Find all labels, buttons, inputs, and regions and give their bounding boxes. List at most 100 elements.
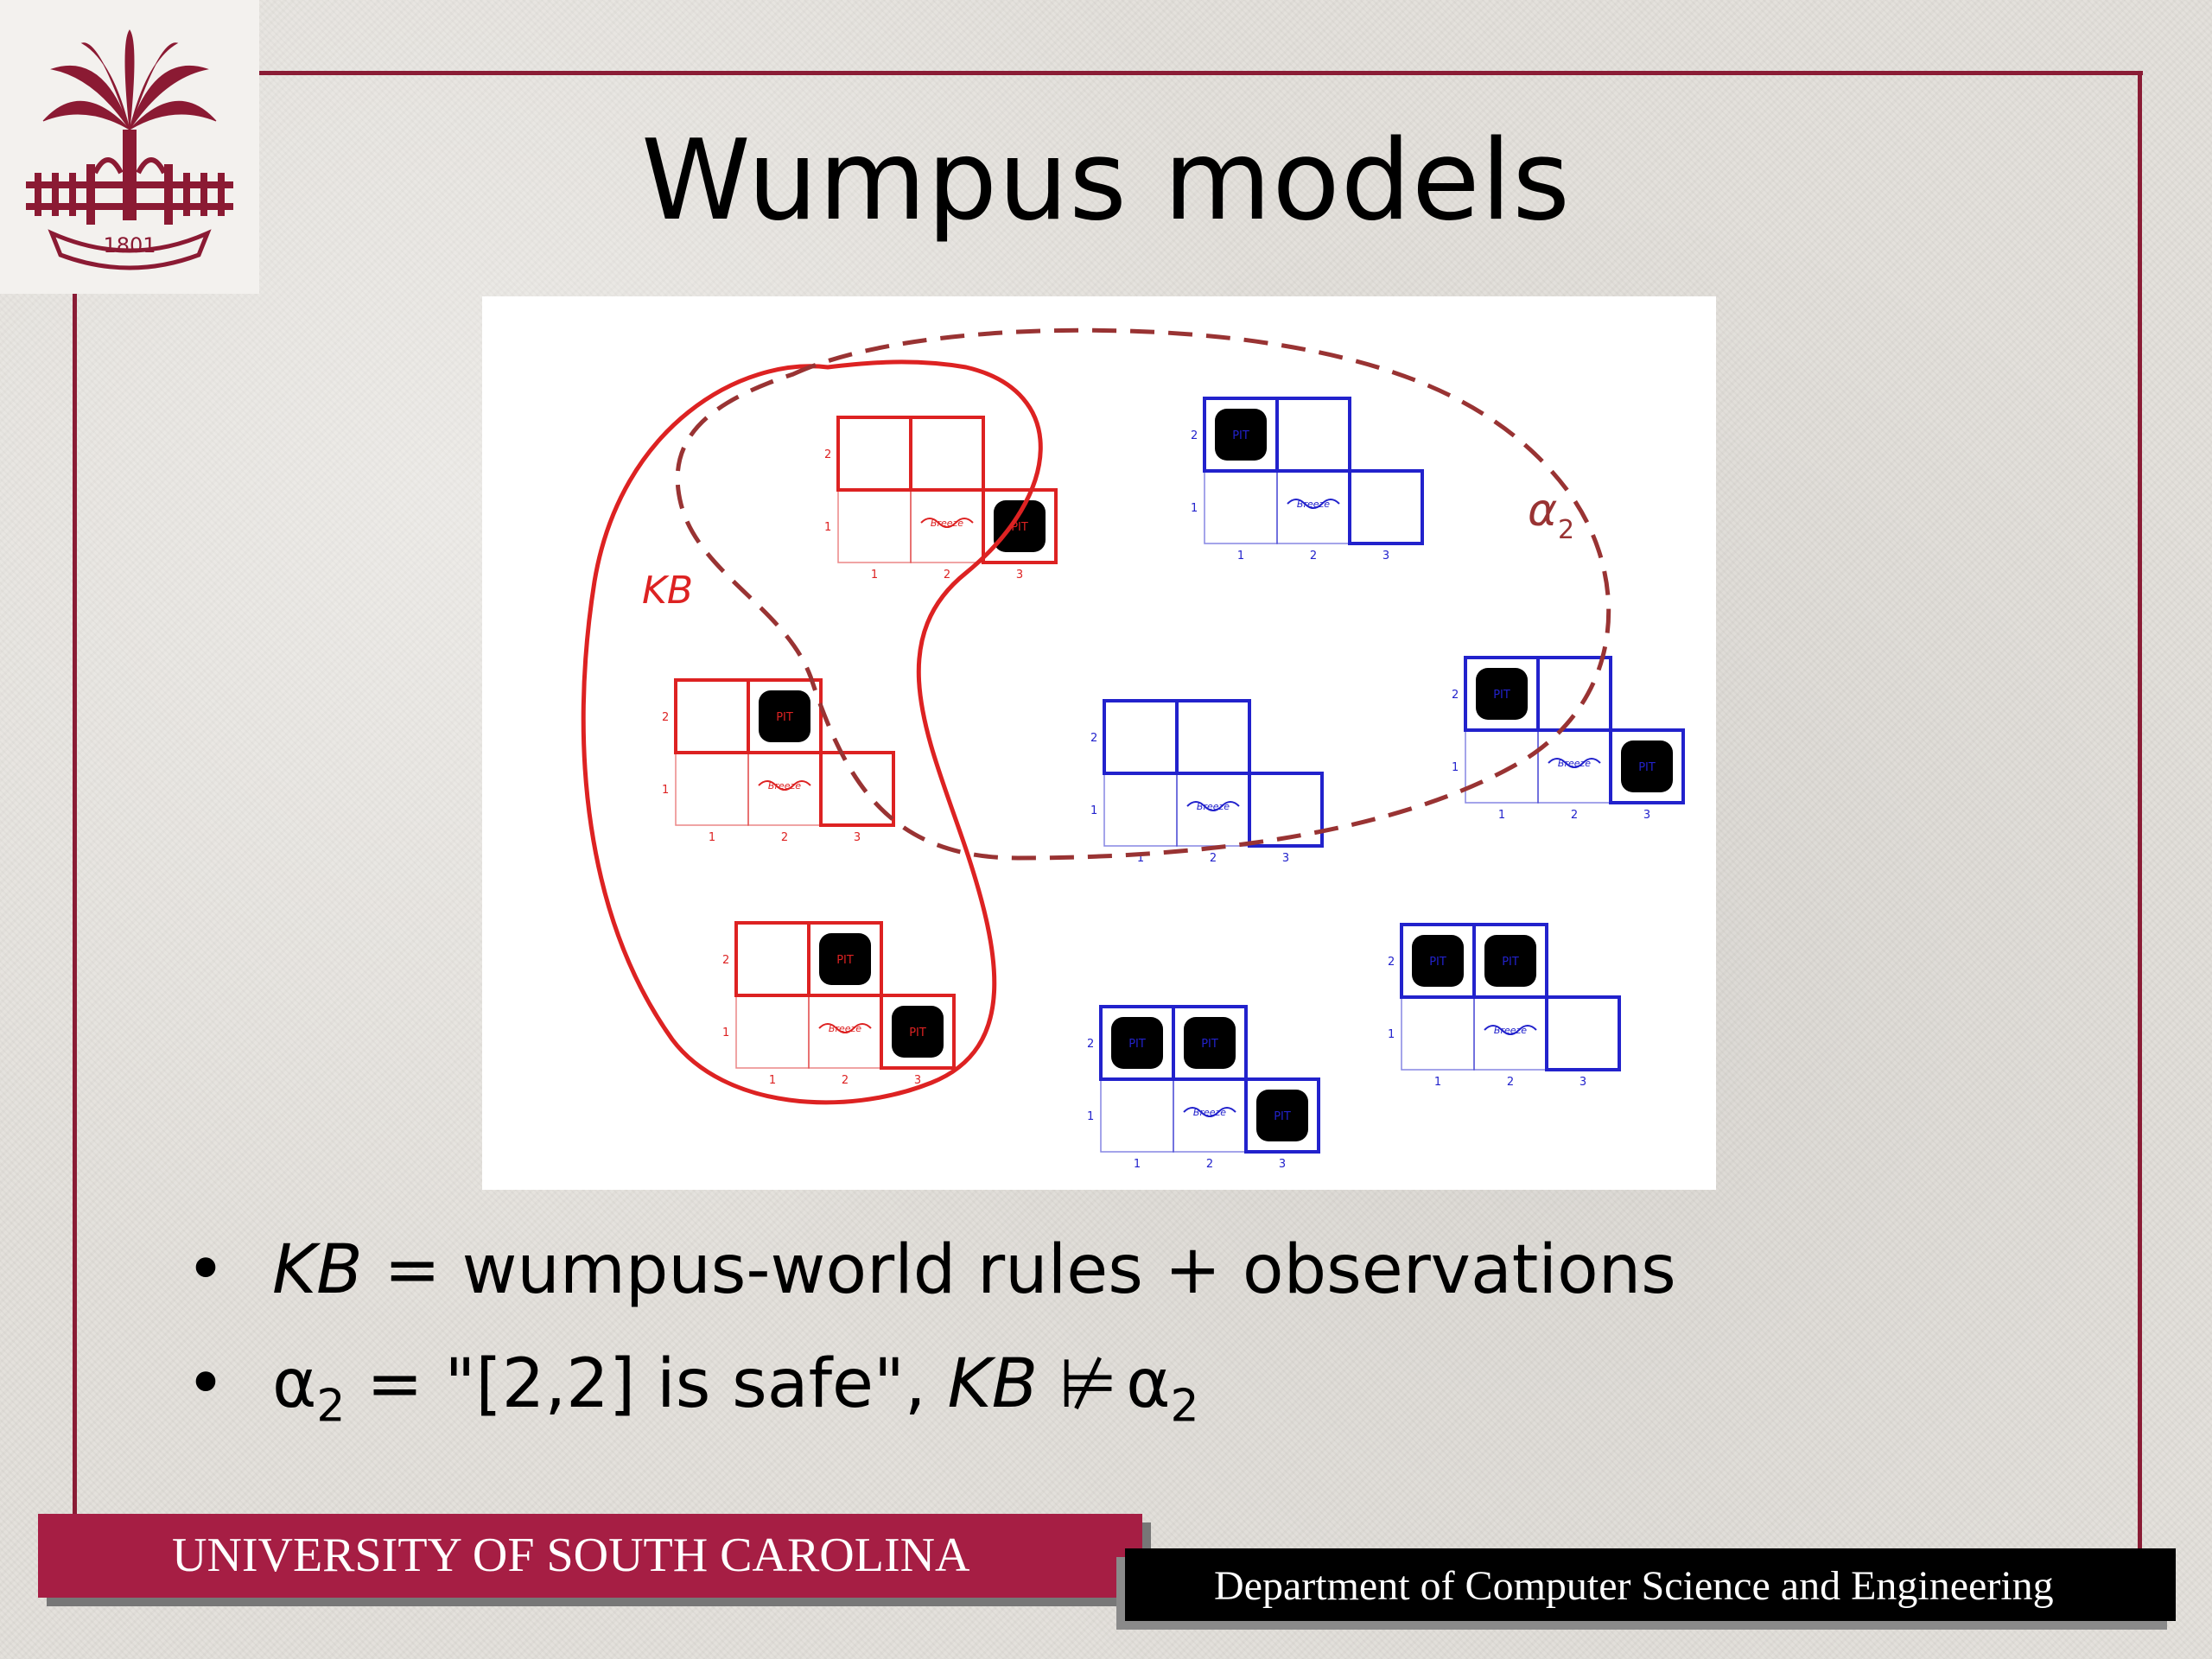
pit-label: PIT (776, 711, 793, 724)
grid-cell (836, 416, 912, 492)
row-label: 1 (1090, 804, 1097, 817)
col-label: 3 (1279, 1158, 1286, 1171)
breeze-icon (818, 1023, 872, 1033)
col-label: 3 (1643, 809, 1650, 822)
frame-right-line (2138, 71, 2142, 1592)
col-label: 2 (1310, 550, 1317, 563)
breeze-label: Breeze (829, 1023, 861, 1034)
pit-label: PIT (1201, 1038, 1218, 1051)
breeze-label: Breeze (931, 518, 963, 529)
grid-cell (1103, 699, 1179, 775)
row-label: 1 (824, 521, 831, 534)
palmetto-logo-icon: 1801 (26, 29, 233, 270)
col-label: 2 (1507, 1076, 1514, 1089)
logo-year: 1801 (103, 233, 156, 257)
grid-cell (1100, 1078, 1174, 1153)
alpha-subscript-2: 2 (1170, 1380, 1199, 1433)
pit-icon (1111, 1017, 1163, 1069)
not-entails-symbol: ⊭ (1058, 1345, 1118, 1423)
breeze-label: Breeze (1193, 1107, 1226, 1118)
alpha2-boundary (675, 327, 1611, 861)
pit-icon (1215, 409, 1267, 461)
pit-label: PIT (836, 954, 854, 967)
grid-cell (909, 416, 985, 492)
footer-department-banner: Department of Computer Science and Engin… (1125, 1548, 2176, 1621)
col-label: 1 (1137, 852, 1144, 865)
pit-icon (1256, 1090, 1308, 1141)
col-label: 3 (1016, 569, 1023, 582)
bullet-alpha2-kb: KB (947, 1345, 1039, 1423)
row-label: 2 (1191, 429, 1198, 442)
grid-cell (1204, 470, 1278, 544)
breeze-label: Breeze (768, 780, 801, 791)
grid-cell (1348, 469, 1424, 545)
col-label: 1 (871, 569, 878, 582)
bullet-alpha2-text: = "[2,2] is safe", (345, 1345, 948, 1423)
row-label: 1 (662, 784, 669, 797)
grid-cell (1545, 995, 1621, 1071)
pit-label: PIT (909, 1027, 926, 1039)
grid-cell (674, 678, 750, 754)
bullet-kb-prefix: KB (272, 1231, 363, 1309)
row-label: 1 (1191, 502, 1198, 515)
col-label: 3 (854, 831, 861, 844)
breeze-icon (1287, 499, 1340, 509)
slide-title: Wumpus models (641, 117, 1571, 245)
alpha-symbol-2: α (1126, 1345, 1171, 1423)
pit-label: PIT (1429, 956, 1446, 969)
bullet-kb: •KB = wumpus-world rules + observations (186, 1231, 1676, 1309)
breeze-icon (1183, 1107, 1236, 1117)
pit-icon (819, 933, 871, 985)
footer-university-name: UNIVERSITY OF SOUTH CAROLINA (172, 1529, 970, 1582)
row-label: 1 (1388, 1028, 1395, 1041)
breeze-icon (1186, 801, 1240, 811)
col-label: 2 (781, 831, 788, 844)
col-label: 2 (944, 569, 950, 582)
footer-department-name: Department of Computer Science and Engin… (1214, 1563, 2054, 1609)
col-label: 1 (1434, 1076, 1441, 1089)
row-label: 2 (722, 954, 729, 967)
breeze-icon (1548, 758, 1601, 768)
alpha2-label: α (1528, 485, 1557, 537)
col-label: 3 (1382, 550, 1389, 563)
bullet-alpha2: •α2 = "[2,2] is safe", KB⊭α2 (186, 1345, 1199, 1433)
pit-label: PIT (1128, 1038, 1146, 1051)
col-label: 1 (1134, 1158, 1141, 1171)
col-label: 3 (1282, 852, 1289, 865)
grid-cell (1244, 1077, 1320, 1154)
grid-cell (1175, 699, 1251, 775)
bullet-kb-text: = wumpus-world rules + observations (362, 1231, 1676, 1309)
alpha-symbol: α (272, 1345, 317, 1423)
grid-cell (880, 994, 956, 1070)
pit-icon (759, 690, 810, 742)
col-label: 2 (842, 1074, 849, 1087)
col-label: 1 (1498, 809, 1505, 822)
col-label: 1 (709, 831, 715, 844)
grid-cell (1401, 996, 1475, 1071)
frame-top-line (259, 71, 2143, 75)
col-label: 3 (1580, 1076, 1586, 1089)
grid-cell (1275, 397, 1351, 473)
pit-icon (994, 500, 1046, 552)
col-label: 2 (1210, 852, 1217, 865)
grid-cell (734, 921, 810, 997)
footer-university-banner: UNIVERSITY OF SOUTH CAROLINA (38, 1514, 1142, 1598)
row-label: 2 (1087, 1038, 1094, 1051)
pit-label: PIT (1638, 761, 1656, 774)
frame-left-line (73, 294, 77, 1521)
breeze-label: Breeze (1558, 758, 1591, 769)
row-label: 2 (662, 711, 669, 724)
pit-icon (892, 1006, 944, 1058)
grid-cell (982, 488, 1058, 564)
grid-cell (1609, 728, 1685, 804)
kb-label: KB (642, 569, 693, 613)
row-label: 2 (1090, 732, 1097, 745)
col-label: 1 (769, 1074, 776, 1087)
alpha-subscript: 2 (316, 1380, 346, 1433)
pit-label: PIT (1232, 429, 1249, 442)
kb-boundary (581, 359, 1043, 1105)
breeze-icon (758, 780, 811, 791)
grid-cell (735, 995, 810, 1069)
row-label: 2 (1452, 689, 1459, 702)
